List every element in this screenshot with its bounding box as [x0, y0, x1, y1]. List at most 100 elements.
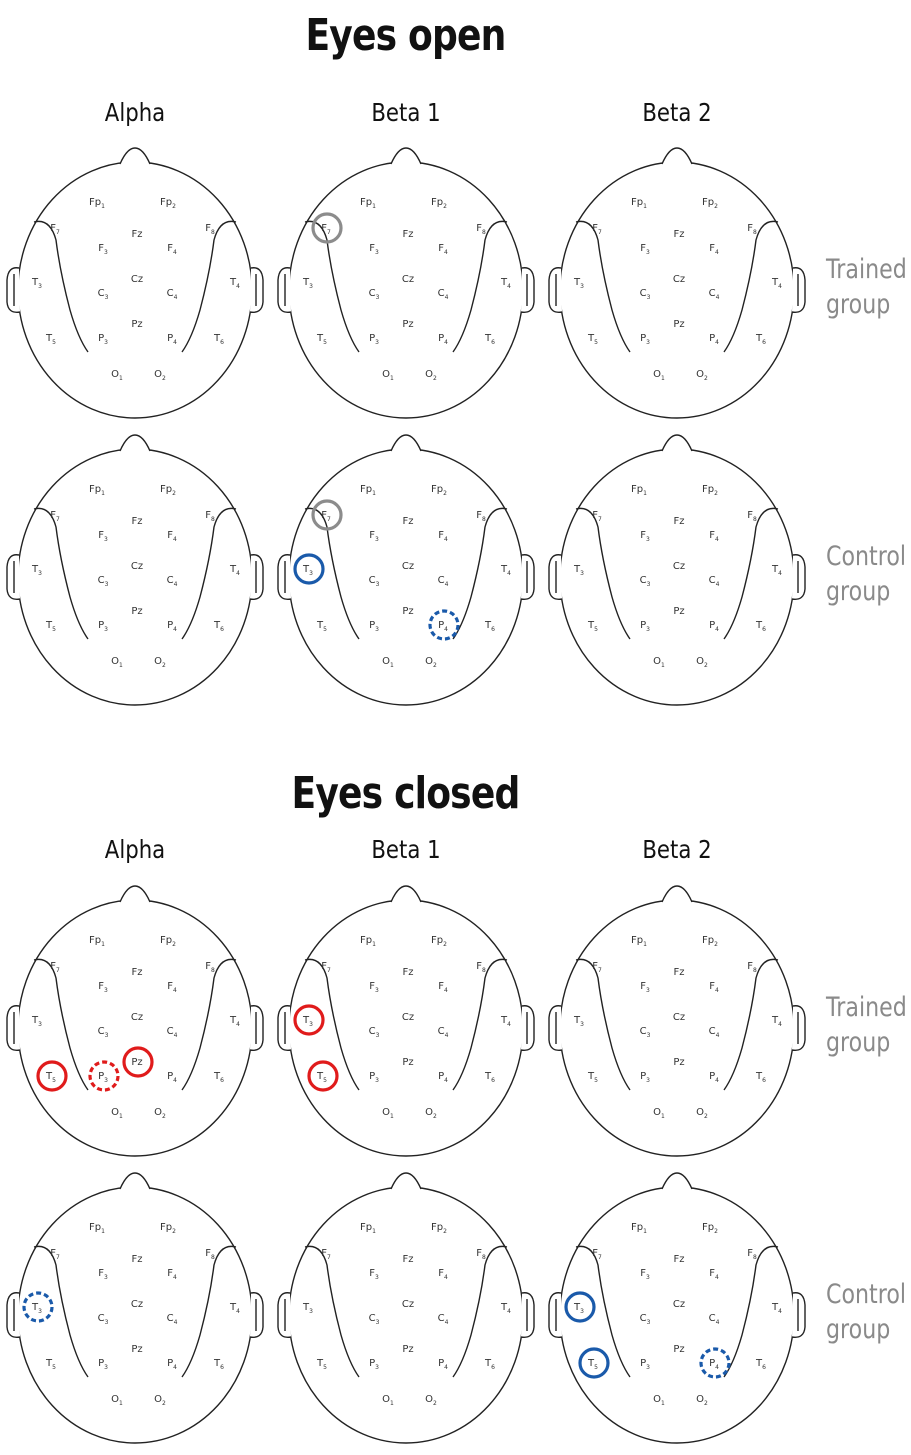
electrode-label-pz: Pz	[673, 606, 684, 617]
left-temporal-curve	[576, 1246, 630, 1377]
nose-shape	[662, 148, 692, 164]
electrode-main-text: C	[709, 288, 716, 299]
section-title-eyes-closed: Eyes closed	[73, 768, 738, 819]
head-outline	[18, 1187, 252, 1443]
head-map-svg: Fp1Fp2F7F8FzF3F4T3T4CzC3C4PzT5P3P4T6O1O2	[271, 878, 541, 1168]
electrode-subscript: 8	[211, 229, 215, 236]
electrode-main-text: C	[369, 288, 376, 299]
electrode-label-cz: Cz	[673, 561, 685, 572]
left-temporal-curve	[34, 221, 88, 352]
electrode-label-c4: C4	[709, 575, 720, 588]
electrode-main-text: Cz	[402, 1299, 414, 1310]
electrode-main-text: O	[696, 1394, 704, 1405]
electrode-subscript: 3	[105, 294, 109, 301]
electrode-label-t5: T5	[45, 620, 56, 633]
electrode-label-t3: T3	[573, 1015, 584, 1028]
electrode-label-p3: P3	[98, 620, 108, 633]
head-outline	[18, 900, 252, 1156]
electrode-main-text: Fp	[431, 484, 443, 495]
electrode-label-fp1: Fp1	[631, 1222, 647, 1235]
electrode-label-fz: Fz	[402, 229, 413, 240]
electrode-label-t5: T5	[587, 333, 598, 346]
electrode-subscript: 7	[56, 516, 60, 523]
electrode-label-fp1: Fp1	[360, 484, 376, 497]
electrode-main-text: Pz	[131, 606, 142, 617]
electrode-main-text: O	[696, 656, 704, 667]
head-map-svg: Fp1Fp2F7F8FzF3F4T3T4CzC3C4PzT5P3P4T6O1O2	[542, 140, 812, 430]
electrode-main-text: Pz	[402, 319, 413, 330]
electrode-subscript: 4	[778, 283, 782, 290]
electrode-label-t4: T4	[771, 1302, 782, 1315]
electrode-label-o1: O1	[653, 656, 665, 669]
electrode-label-fp1: Fp1	[631, 484, 647, 497]
electrode-label-fp2: Fp2	[702, 1222, 718, 1235]
electrode-subscript: 3	[104, 1364, 108, 1371]
electrode-main-text: C	[438, 288, 445, 299]
electrode-label-t4: T4	[229, 1015, 240, 1028]
electrode-subscript: 5	[323, 1364, 327, 1371]
electrode-main-text: Fz	[673, 229, 684, 240]
head-map: Fp1Fp2F7F8FzF3F4T3T4CzC3C4PzT5P3P4T6O1O2	[271, 1165, 541, 1455]
electrode-label-t4: T4	[500, 277, 511, 290]
electrode-label-f3: F3	[640, 530, 650, 543]
electrode-main-text: Pz	[673, 606, 684, 617]
electrode-main-text: Fp	[431, 935, 443, 946]
electrode-label-f4: F4	[167, 243, 177, 256]
electrode-subscript: 4	[173, 536, 177, 543]
electrode-subscript: 8	[753, 967, 757, 974]
right-temporal-curve	[182, 221, 236, 352]
electrode-subscript: 3	[375, 536, 379, 543]
electrode-label-t3: T3	[31, 1302, 42, 1315]
electrode-label-pz: Pz	[673, 319, 684, 330]
electrode-main-text: Fz	[402, 1254, 413, 1265]
electrode-label-fz: Fz	[131, 516, 142, 527]
electrode-subscript: 4	[173, 1077, 177, 1084]
electrode-subscript: 2	[443, 203, 447, 210]
electrode-subscript: 4	[778, 1308, 782, 1315]
electrode-label-cz: Cz	[673, 274, 685, 285]
electrode-main-text: Fp	[631, 935, 643, 946]
electrode-label-c3: C3	[98, 288, 109, 301]
electrode-subscript: 6	[220, 626, 224, 633]
electrode-main-text: C	[369, 1026, 376, 1037]
electrode-main-text: Fp	[431, 1222, 443, 1233]
electrode-subscript: 3	[580, 570, 584, 577]
electrode-label-f7: F7	[592, 961, 602, 974]
electrode-subscript: 5	[323, 626, 327, 633]
electrode-subscript: 8	[482, 1254, 486, 1261]
group-label-line: Control	[826, 1277, 906, 1312]
electrode-subscript: 4	[444, 987, 448, 994]
electrode-label-p4: P4	[438, 1071, 448, 1084]
electrode-subscript: 3	[646, 249, 650, 256]
left-temporal-curve	[576, 959, 630, 1090]
electrode-subscript: 4	[445, 1319, 449, 1326]
electrode-subscript: 3	[104, 249, 108, 256]
electrode-label-t3: T3	[573, 277, 584, 290]
electrode-label-fp1: Fp1	[89, 484, 105, 497]
electrode-subscript: 4	[236, 283, 240, 290]
head-map-svg: Fp1Fp2F7F8FzF3F4T3T4CzC3C4PzT5P3P4T6O1O2	[0, 878, 270, 1168]
electrode-main-text: Pz	[673, 319, 684, 330]
electrode-label-f4: F4	[438, 530, 448, 543]
electrode-subscript: 7	[56, 967, 60, 974]
nose-shape	[391, 148, 421, 164]
electrode-subscript: 3	[105, 581, 109, 588]
electrode-label-t6: T6	[755, 333, 766, 346]
left-temporal-curve	[576, 221, 630, 352]
electrode-label-c4: C4	[167, 1313, 178, 1326]
electrode-subscript: 8	[753, 516, 757, 523]
electrode-subscript: 3	[38, 570, 42, 577]
electrode-subscript: 3	[580, 1021, 584, 1028]
electrode-label-cz: Cz	[131, 1012, 143, 1023]
electrode-subscript: 3	[646, 987, 650, 994]
electrode-main-text: Fz	[402, 516, 413, 527]
electrode-subscript: 1	[390, 1113, 394, 1120]
electrode-label-o1: O1	[111, 1107, 123, 1120]
electrode-main-text: Cz	[402, 1012, 414, 1023]
electrode-label-f7: F7	[50, 961, 60, 974]
electrode-subscript: 3	[105, 1319, 109, 1326]
electrode-main-text: Pz	[402, 1344, 413, 1355]
electrode-main-text: Fp	[89, 935, 101, 946]
electrode-main-text: Pz	[131, 1344, 142, 1355]
electrode-label-p4: P4	[709, 1071, 719, 1084]
